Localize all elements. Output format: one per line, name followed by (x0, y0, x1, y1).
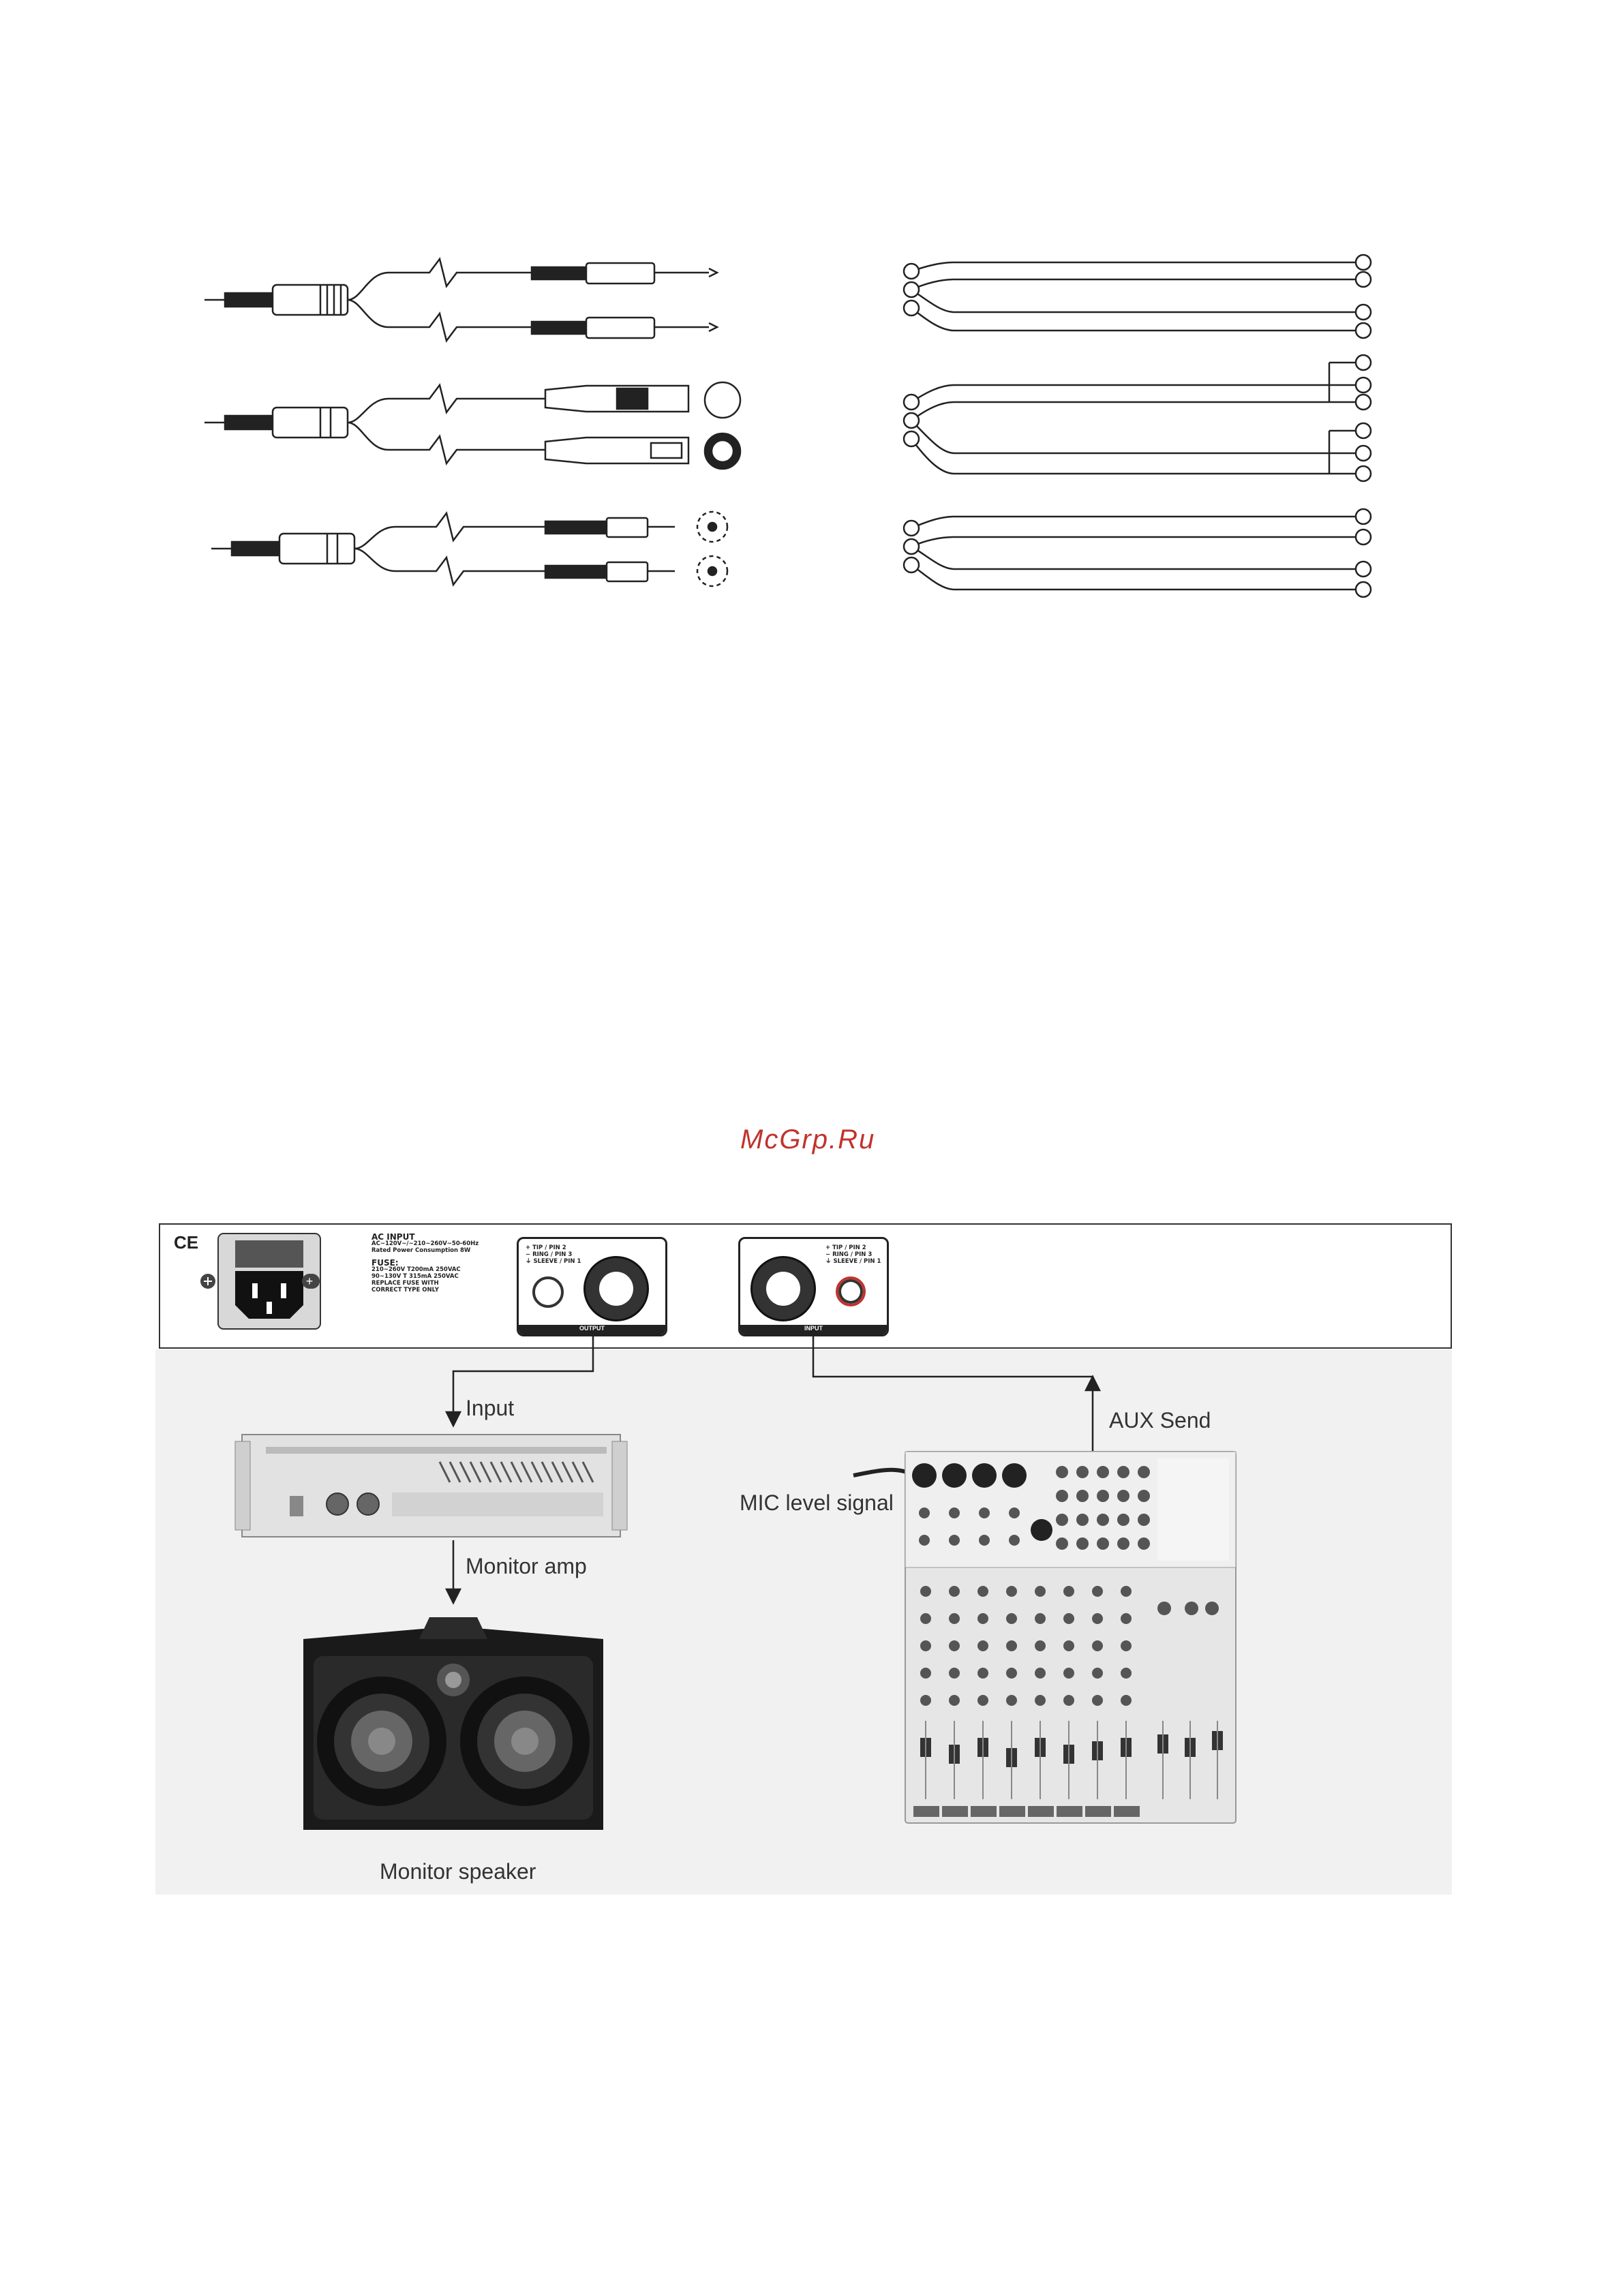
mic-level-label: MIC level signal (740, 1490, 894, 1516)
monitor-amp (235, 1428, 631, 1544)
mixer-console (905, 1445, 1239, 1826)
aux-send-label: AUX Send (1109, 1408, 1211, 1433)
monitor-amp-label: Monitor amp (466, 1554, 587, 1579)
monitor-speaker-label: Monitor speaker (380, 1859, 536, 1884)
input-label-text: Input (466, 1396, 514, 1421)
monitor-speaker (293, 1612, 613, 1837)
